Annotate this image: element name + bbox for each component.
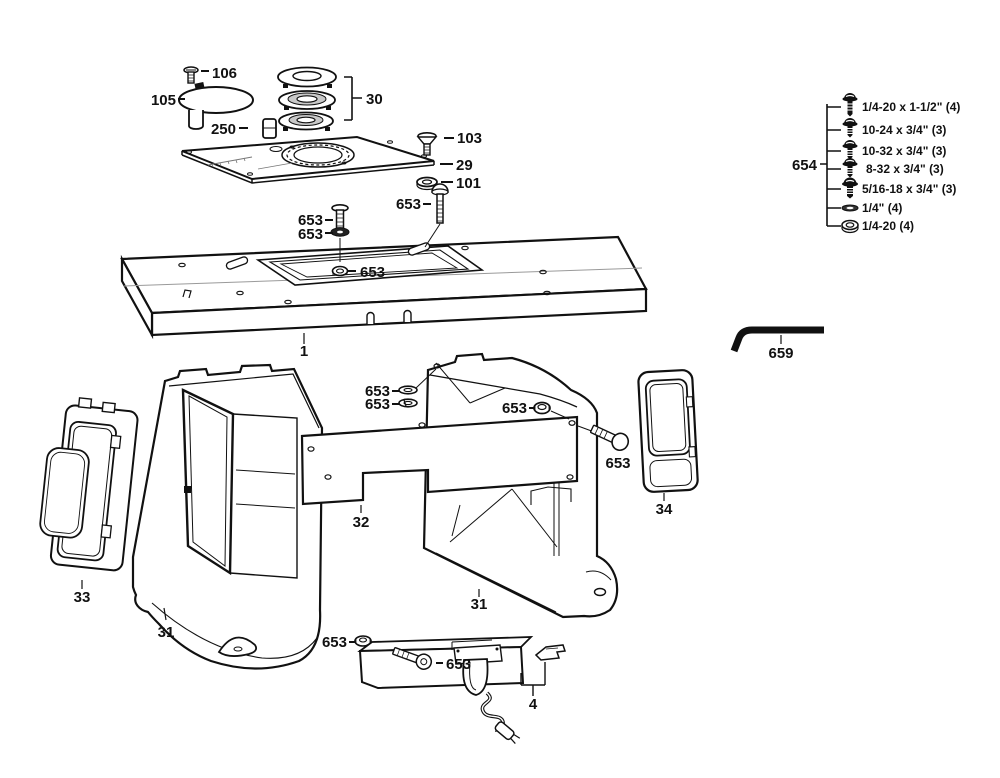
hardware-item-label: 5/16-18 x 3/4" (3) [862, 182, 956, 196]
hardware-legend: 1/4-20 x 1-1/2" (4) 10-24 x 3/4" (3) 10-… [820, 93, 960, 234]
callout-1: 1 [300, 343, 308, 360]
nut-icon [841, 219, 859, 234]
callout-103: 103 [457, 130, 482, 147]
callout-653: 653 [605, 455, 630, 472]
callout-653: 653 [322, 634, 347, 651]
insert-recess [255, 245, 485, 286]
leader-lines [81, 70, 665, 664]
table-top [120, 235, 648, 340]
hardware-item-label: 10-32 x 3/4" (3) [862, 144, 946, 158]
callout-653: 653 [502, 400, 527, 417]
back-panel [300, 415, 579, 506]
callout-653: 653 [365, 396, 390, 413]
hardware-item-label: 1/4" (4) [862, 201, 902, 215]
callout-33: 33 [74, 589, 91, 606]
callout-653: 653 [365, 383, 390, 400]
callout-4: 4 [529, 696, 538, 713]
callout-32: 32 [353, 514, 370, 531]
callout-34: 34 [656, 501, 673, 518]
flathead-screw-103 [416, 132, 438, 156]
callout-653: 653 [298, 212, 323, 229]
callout-659: 659 [768, 345, 793, 362]
power-plug [494, 721, 521, 744]
bolt-washer-653-pair [330, 204, 350, 262]
pin-250 [262, 118, 277, 139]
callout-653: 653 [396, 196, 421, 213]
access-door [39, 397, 139, 572]
hinge-pin-detail [184, 486, 191, 493]
callout-30: 30 [366, 91, 383, 108]
table-nut-653 [331, 265, 349, 277]
callout-653: 653 [360, 264, 385, 281]
hardware-item-label: 1/4-20 x 1-1/2" (4) [862, 100, 960, 114]
callout-653: 653 [446, 656, 471, 673]
callout-31: 31 [471, 596, 488, 613]
callout-653: 653 [298, 226, 323, 243]
screw-106 [183, 66, 199, 84]
hardware-item-label: 10-24 x 3/4" (3) [862, 123, 946, 137]
callout-106: 106 [212, 65, 237, 82]
door-handle [39, 447, 90, 539]
left-leg [131, 363, 324, 670]
screw-icon [842, 140, 858, 160]
hardware-item-label: 1/4-20 (4) [862, 219, 914, 233]
screw-icon [842, 158, 858, 178]
hex-key [730, 326, 824, 353]
callout-29: 29 [456, 157, 473, 174]
carriage-bolt-653-top [424, 183, 449, 248]
door-clip [109, 434, 122, 450]
callout-31: 31 [158, 624, 175, 641]
bolt-653-mid [589, 424, 630, 452]
insert-plate [181, 135, 435, 184]
insert-rings-30 [277, 66, 362, 131]
callout-654: 654 [792, 157, 818, 174]
screw-icon [842, 177, 858, 199]
washers-653-mid [398, 368, 437, 408]
washer-icon [841, 204, 859, 212]
door-clip [100, 524, 113, 539]
side-panel [637, 369, 699, 493]
screw-icon [842, 118, 858, 138]
mounting-slot [225, 256, 249, 270]
power-cord [480, 691, 521, 744]
callout-105: 105 [151, 92, 176, 109]
screw-icon [842, 93, 858, 117]
switch-assembly [354, 635, 567, 744]
hardware-item-label: 8-32 x 3/4" (3) [866, 162, 944, 176]
callout-101: 101 [456, 175, 481, 192]
safety-key [534, 644, 567, 661]
callout-labels: 106 105 250 30 103 29 101 653 653 653 65… [74, 65, 818, 713]
bolt-653-bottom [392, 647, 433, 670]
foot-hole [593, 587, 607, 597]
callout-250: 250 [211, 121, 236, 138]
mounting-slot [407, 242, 431, 256]
hex-nut-101 [416, 176, 438, 191]
